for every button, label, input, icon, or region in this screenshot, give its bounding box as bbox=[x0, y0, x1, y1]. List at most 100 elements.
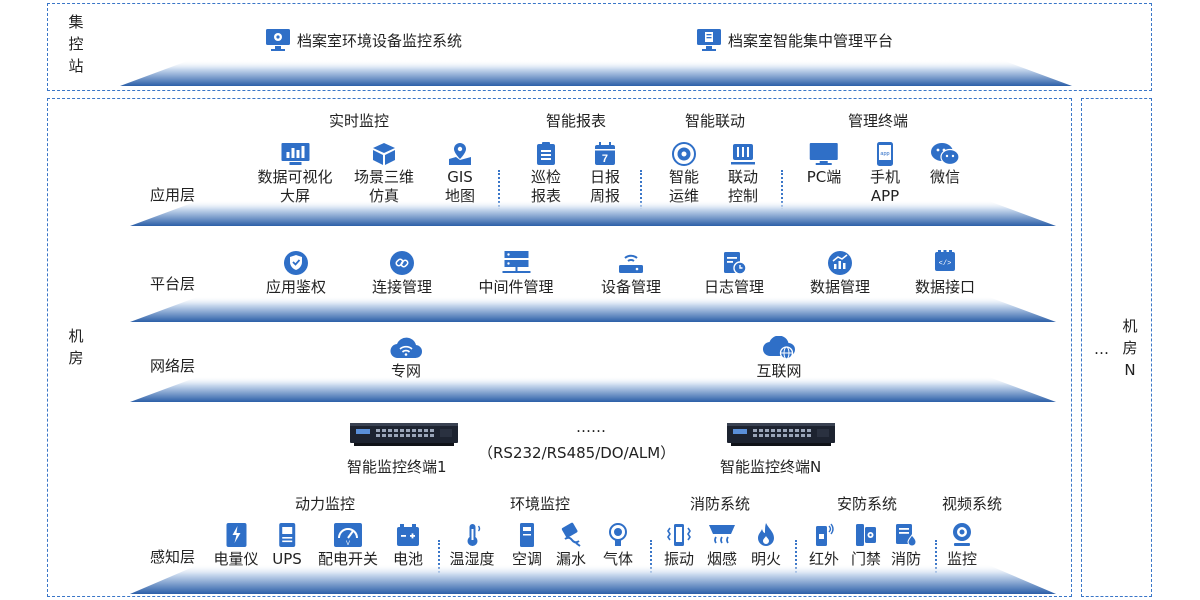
sensor-access-control[interactable]: 门禁 bbox=[851, 522, 881, 569]
terminal-n-label: 智能监控终端N bbox=[720, 458, 822, 476]
sensor-gas[interactable]: 气体 bbox=[603, 522, 633, 569]
app-item-daily-weekly[interactable]: 7 日报 周报 bbox=[590, 142, 620, 206]
separator bbox=[438, 540, 440, 580]
flame-icon bbox=[757, 523, 774, 546]
control-station-bar bbox=[120, 60, 1072, 86]
gas-sensor-icon bbox=[608, 523, 627, 546]
app-item-3d-sim[interactable]: 场景三维 仿真 bbox=[354, 142, 414, 206]
network-layer-bar bbox=[130, 376, 1056, 402]
sensor-infrared[interactable]: 红外 bbox=[809, 522, 839, 569]
sensor-smoke[interactable]: 烟感 bbox=[707, 522, 737, 569]
app-item-mobile-app[interactable]: app 手机 APP bbox=[870, 142, 900, 206]
log-icon bbox=[723, 252, 747, 275]
network-item-internet[interactable]: 互联网 bbox=[756, 336, 802, 381]
air-conditioner-icon bbox=[519, 523, 534, 547]
sensor-vibration[interactable]: 振动 bbox=[664, 522, 694, 569]
sensor-camera[interactable]: 监控 bbox=[947, 522, 977, 569]
cat-smart-report: 智能报表 bbox=[545, 112, 607, 130]
control-station-label: 集 控 站 bbox=[68, 13, 84, 75]
control-panel-icon bbox=[730, 144, 755, 165]
sensor-open-fire[interactable]: 明火 bbox=[751, 522, 781, 569]
router-icon bbox=[618, 254, 643, 273]
vibration-icon bbox=[667, 524, 691, 546]
cat-video-system: 视频系统 bbox=[941, 495, 1003, 513]
svg-text:7: 7 bbox=[602, 153, 608, 165]
sensor-ups[interactable]: UPS bbox=[272, 522, 302, 569]
machine-room-n-frame bbox=[1081, 98, 1152, 597]
svg-text:V: V bbox=[346, 541, 350, 547]
app-item-inspection-report[interactable]: 巡检 报表 bbox=[531, 142, 561, 206]
cat-env-monitor: 环境监控 bbox=[509, 495, 571, 513]
network-item-private[interactable]: 专网 bbox=[389, 336, 423, 381]
mobile-app-icon: app bbox=[876, 142, 893, 166]
central-mgmt-platform[interactable]: 档案室智能集中管理平台 bbox=[696, 28, 893, 52]
platform-item-connection[interactable]: 连接管理 bbox=[372, 250, 432, 297]
thermometer-icon bbox=[466, 524, 480, 546]
bar-chart-icon bbox=[280, 143, 309, 165]
cat-smart-linkage: 智能联动 bbox=[684, 112, 746, 130]
app-item-gis[interactable]: GIS 地图 bbox=[445, 142, 475, 206]
calendar-icon: 7 bbox=[594, 142, 615, 165]
monitor-doc-icon bbox=[697, 29, 721, 51]
separator bbox=[781, 170, 783, 210]
platform-item-auth[interactable]: 应用鉴权 bbox=[266, 250, 326, 297]
fire-control-icon bbox=[895, 524, 917, 547]
sensor-fire-control[interactable]: 消防 bbox=[891, 522, 921, 569]
svg-text:</>: </> bbox=[939, 260, 952, 268]
cube-icon bbox=[372, 143, 395, 165]
monitor-gear-icon bbox=[266, 29, 290, 51]
app-layer-name: 应用层 bbox=[150, 186, 196, 204]
rack-device-icon bbox=[350, 423, 458, 446]
app-item-wechat[interactable]: 微信 bbox=[930, 142, 960, 187]
app-item-pc[interactable]: PC端 bbox=[807, 142, 841, 187]
app-item-dashboard[interactable]: 数据可视化 大屏 bbox=[257, 142, 333, 206]
machine-room-frame bbox=[47, 98, 1072, 597]
api-icon: </> bbox=[934, 250, 955, 271]
cat-power-monitor: 动力监控 bbox=[294, 495, 356, 513]
server-icon bbox=[501, 251, 530, 273]
power-meter-icon bbox=[225, 523, 246, 547]
platform-item-middleware[interactable]: 中间件管理 bbox=[478, 250, 554, 297]
gis-map-icon bbox=[448, 143, 471, 165]
app-item-smart-ops[interactable]: 智能 运维 bbox=[669, 142, 699, 206]
cat-fire-system: 消防系统 bbox=[689, 495, 751, 513]
separator bbox=[795, 540, 797, 580]
sensor-water-leak[interactable]: 漏水 bbox=[556, 522, 586, 569]
env-monitor-system-label: 档案室环境设备监控系统 bbox=[297, 31, 463, 50]
network-layer-name: 网络层 bbox=[150, 357, 196, 375]
cloud-globe-icon bbox=[762, 336, 795, 360]
sensor-distribution-switch[interactable]: V 配电开关 bbox=[318, 522, 378, 569]
machine-room-label: 机 房 bbox=[68, 327, 84, 367]
machine-room-n-label: 机 房 N bbox=[1122, 317, 1138, 379]
shield-check-icon bbox=[283, 251, 308, 275]
water-leak-icon bbox=[561, 522, 581, 547]
smoke-detector-icon bbox=[708, 525, 735, 544]
perception-layer-bar bbox=[130, 564, 1056, 594]
env-monitor-system[interactable]: 档案室环境设备监控系统 bbox=[265, 28, 462, 52]
app-layer-bar bbox=[130, 200, 1056, 226]
cat-realtime-monitor: 实时监控 bbox=[328, 112, 390, 130]
separator bbox=[498, 170, 500, 210]
sensor-power-meter[interactable]: 电量仪 bbox=[213, 522, 259, 569]
control-station-frame bbox=[47, 3, 1152, 91]
app-item-linkage-control[interactable]: 联动 控制 bbox=[728, 142, 758, 206]
rack-device-icon bbox=[727, 423, 835, 446]
report-list-icon bbox=[536, 142, 555, 165]
separator bbox=[935, 540, 937, 580]
platform-layer-bar bbox=[130, 296, 1056, 322]
switch-meter-icon: V bbox=[333, 523, 362, 547]
central-mgmt-platform-label: 档案室智能集中管理平台 bbox=[728, 31, 894, 50]
sensor-air-conditioner[interactable]: 空调 bbox=[512, 522, 542, 569]
cat-mgmt-terminal: 管理终端 bbox=[847, 112, 909, 130]
sensor-temp-humidity[interactable]: 温湿度 bbox=[449, 522, 495, 569]
platform-item-data[interactable]: 数据管理 bbox=[810, 250, 870, 297]
access-control-icon bbox=[855, 524, 876, 546]
camera-icon bbox=[952, 523, 971, 546]
terminal-1-label: 智能监控终端1 bbox=[347, 458, 447, 476]
gear-icon bbox=[671, 142, 696, 166]
infrared-icon bbox=[815, 523, 834, 546]
sensor-battery[interactable]: 电池 bbox=[393, 522, 423, 569]
platform-item-api[interactable]: </> 数据接口 bbox=[915, 250, 975, 297]
platform-item-log[interactable]: 日志管理 bbox=[704, 250, 764, 297]
platform-item-device[interactable]: 设备管理 bbox=[601, 250, 661, 297]
